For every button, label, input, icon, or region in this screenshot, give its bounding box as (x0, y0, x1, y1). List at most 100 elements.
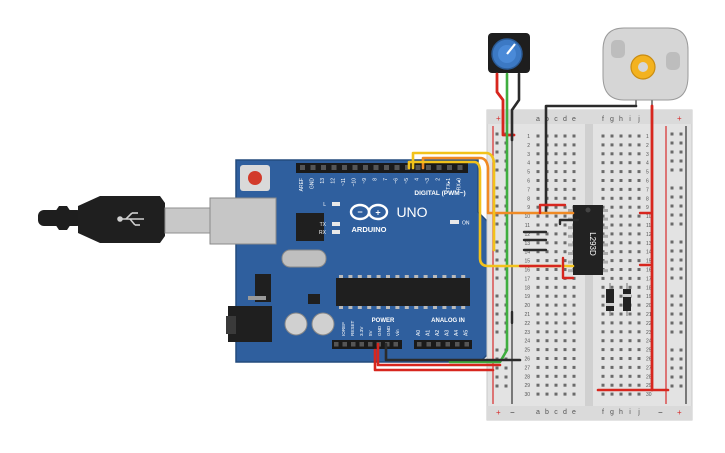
hole (619, 276, 623, 280)
column-letter: i (629, 116, 631, 123)
pin-hole (334, 342, 339, 347)
hole (610, 214, 614, 218)
hole (610, 134, 614, 138)
hole (619, 321, 623, 325)
digital-pin-label: 7 (383, 178, 389, 181)
row-number: 24 (646, 339, 652, 345)
hole (619, 187, 623, 191)
rail-plus-label: + (496, 114, 501, 123)
arduino-model: UNO (396, 204, 427, 220)
hole (619, 365, 623, 369)
analog-pin-label: A1 (426, 330, 432, 336)
hole (563, 312, 567, 316)
hole (610, 276, 614, 280)
hole (563, 214, 567, 218)
on-led-label: ON (462, 221, 470, 227)
column-letter: h (619, 116, 623, 123)
potentiometer (488, 33, 530, 73)
column-letter: c (554, 409, 558, 416)
row-number: 16 (524, 268, 530, 274)
pin-hole (359, 342, 364, 347)
hole (637, 303, 641, 307)
row-number: 1 (646, 134, 649, 140)
row-number: 19 (524, 294, 530, 300)
pin-hole (368, 342, 373, 347)
hole (536, 392, 540, 396)
hole (637, 143, 641, 147)
power-pin-label: 3.3V (359, 326, 364, 336)
row-number: 23 (524, 330, 530, 336)
usb-symbol-icon (117, 212, 144, 226)
row-number: 18 (646, 285, 652, 291)
hole (554, 339, 558, 343)
analog-label: ANALOG IN (431, 318, 465, 324)
hole (536, 250, 540, 254)
hole (554, 179, 558, 182)
hole (619, 205, 623, 209)
wire-red (376, 342, 502, 367)
hole (637, 241, 641, 245)
hole (536, 303, 540, 307)
row-number: 4 (527, 161, 530, 167)
row-number: 8 (527, 196, 530, 202)
rail-hole (495, 384, 499, 388)
hole (536, 223, 540, 227)
row-number: 20 (646, 303, 652, 309)
row-number: 7 (646, 187, 649, 193)
hole (572, 170, 576, 174)
column-letter: d (563, 409, 567, 416)
hole (536, 241, 540, 245)
column-letter: h (619, 409, 623, 416)
row-number: 11 (525, 223, 530, 229)
rail-hole (495, 222, 499, 226)
hole (536, 312, 540, 316)
wire-yellow (407, 160, 575, 268)
rail-hole (679, 384, 683, 388)
row-number: 21 (524, 312, 530, 318)
hole (563, 365, 567, 369)
hole (610, 170, 614, 174)
pin-hole (447, 165, 452, 170)
led-label-rx: RX (319, 230, 327, 236)
row-number: 3 (646, 152, 649, 158)
hole (536, 330, 540, 334)
column-letter: e (572, 116, 576, 123)
hole (601, 339, 605, 343)
hole (610, 348, 614, 352)
column-letter: a (536, 116, 540, 123)
hole (563, 205, 567, 209)
hole (545, 392, 549, 396)
rail-hole (679, 159, 683, 163)
hole (637, 330, 641, 334)
hole (619, 348, 623, 352)
hole (637, 152, 641, 156)
hole (628, 339, 632, 343)
hole (563, 170, 567, 174)
rail-hole (495, 159, 499, 163)
row-number: 18 (524, 285, 530, 291)
rail-hole (495, 375, 499, 379)
hole (572, 383, 576, 387)
rail-hole (679, 330, 683, 334)
hole (637, 365, 641, 369)
hole (637, 348, 641, 352)
row-number: 13 (646, 241, 652, 247)
hole (572, 348, 576, 352)
hole (637, 268, 641, 271)
hole (545, 285, 549, 289)
rail-hole (679, 132, 683, 136)
hole (572, 357, 576, 360)
row-number: 19 (646, 294, 652, 300)
capacitor (311, 312, 335, 336)
rail-hole (679, 240, 683, 244)
row-number: 17 (524, 276, 530, 282)
hole (619, 241, 623, 245)
row-number: 29 (524, 383, 530, 389)
hole (637, 276, 641, 280)
rail-hole (679, 375, 683, 379)
column-letter: g (610, 116, 614, 123)
hole (637, 321, 641, 325)
